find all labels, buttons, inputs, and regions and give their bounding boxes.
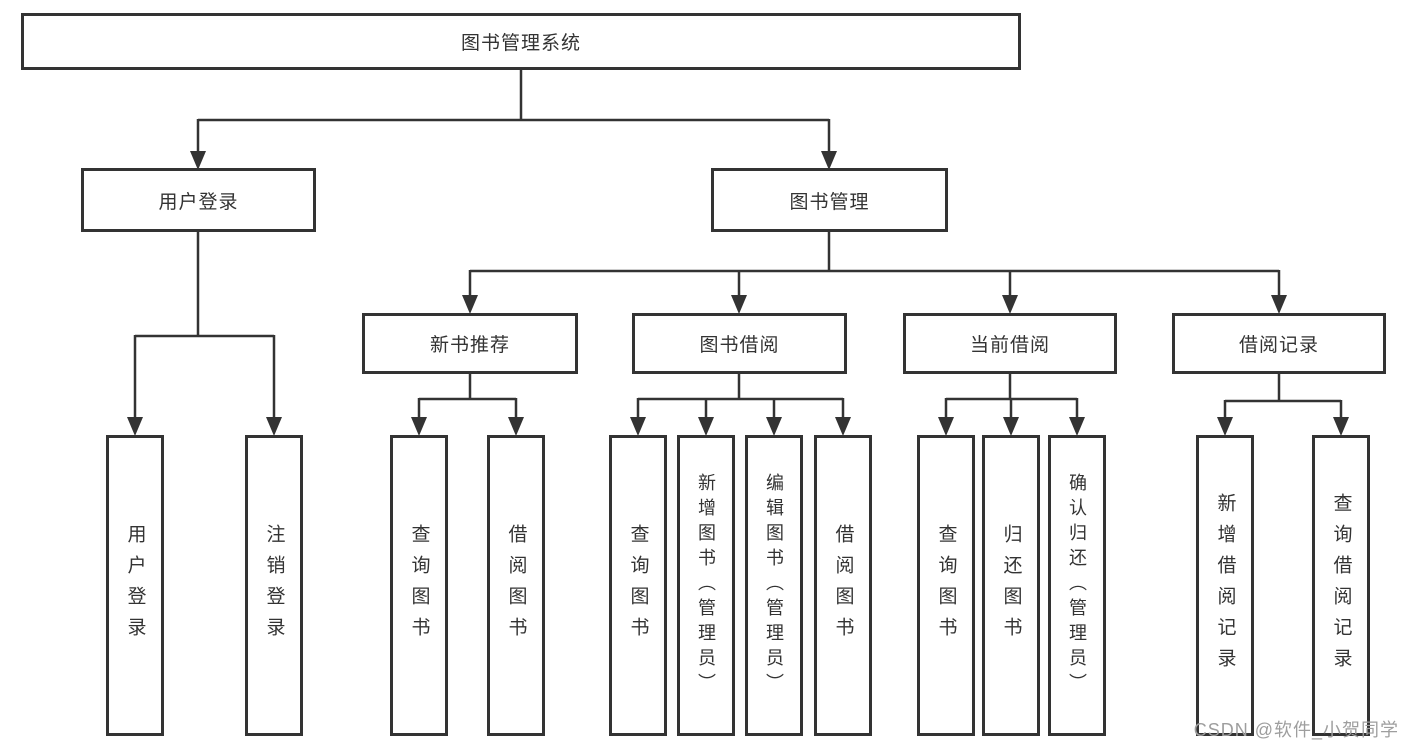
node-label: 查询图书: [627, 523, 649, 648]
node-label: 当前借阅: [969, 335, 1050, 356]
node-label: 图书管理系统: [460, 33, 581, 54]
connector-line: [196, 70, 831, 153]
node-label: 查询图书: [935, 523, 957, 648]
node-new-book-recommend: 新书推荐: [362, 313, 578, 374]
connector-user-login-to-leaves: [127, 232, 282, 436]
node-leaf-return-books: 归还图书: [982, 435, 1040, 736]
node-label: 借阅记录: [1238, 335, 1319, 356]
node-leaf-logout: 注销登录: [245, 435, 303, 736]
node-current-borrow: 当前借阅: [903, 313, 1117, 374]
node-leaf-confirm-return-admin: 确认归还（管理员）: [1048, 435, 1106, 736]
node-label: 图书管理: [789, 191, 870, 213]
node-label: 编辑图书（管理员）: [764, 473, 784, 698]
connector-borrow-records-to-leaves: [1217, 374, 1349, 436]
node-leaf-query-books-recommend: 查询图书: [390, 435, 448, 736]
node-label: 借阅图书: [832, 523, 854, 648]
node-leaf-borrow-books-recommend: 借阅图书: [487, 435, 545, 736]
node-leaf-query-books-borrow: 查询图书: [609, 435, 667, 736]
node-leaf-add-books-admin: 新增图书（管理员）: [677, 435, 735, 736]
connector-line: [468, 232, 1281, 297]
connector-root-to-level2: [190, 70, 837, 170]
node-label: 用户登录: [158, 191, 239, 213]
node-label: 确认归还（管理员）: [1067, 473, 1087, 698]
node-library-management-system: 图书管理系统: [21, 13, 1021, 70]
node-label: 新增借阅记录: [1214, 492, 1236, 679]
node-label: 查询图书: [408, 523, 430, 648]
node-book-management: 图书管理: [711, 168, 948, 232]
node-label: 用户登录: [124, 523, 146, 648]
connector-line: [944, 374, 1079, 419]
node-leaf-add-borrow-record: 新增借阅记录: [1196, 435, 1254, 736]
node-label: 查询借阅记录: [1330, 492, 1352, 679]
node-borrow-records: 借阅记录: [1172, 313, 1386, 374]
node-leaf-query-books-current: 查询图书: [917, 435, 975, 736]
csdn-watermark: CSDN @软件_小贺同学: [1193, 720, 1399, 740]
arrowheads-down: [127, 417, 282, 436]
connector-book-management-to-level3: [462, 232, 1287, 314]
connector-new-book-recommend-to-leaves: [411, 374, 524, 436]
arrowheads-down: [630, 417, 851, 436]
node-label: 新增图书（管理员）: [696, 473, 716, 698]
connector-line: [1223, 374, 1343, 419]
node-leaf-borrow-books: 借阅图书: [814, 435, 872, 736]
connector-line: [636, 374, 845, 419]
node-leaf-user-login: 用户登录: [106, 435, 164, 736]
node-leaf-edit-books-admin: 编辑图书（管理员）: [745, 435, 803, 736]
arrowheads-down: [1217, 417, 1349, 436]
node-label: 注销登录: [263, 523, 285, 648]
node-label: 图书借阅: [699, 335, 780, 356]
connector-current-borrow-to-leaves: [938, 374, 1085, 436]
arrowheads-down: [411, 417, 524, 436]
node-leaf-query-borrow-record: 查询借阅记录: [1312, 435, 1370, 736]
node-book-borrow: 图书借阅: [632, 313, 847, 374]
connector-book-borrow-to-leaves: [630, 374, 851, 436]
connector-line: [417, 374, 518, 419]
arrowheads-down: [938, 417, 1085, 436]
connector-line: [133, 232, 276, 419]
arrowheads-down: [462, 295, 1287, 314]
node-user-login: 用户登录: [81, 168, 316, 232]
node-label: 新书推荐: [429, 335, 510, 356]
node-label: 借阅图书: [505, 523, 527, 648]
node-label: 归还图书: [1000, 523, 1022, 648]
